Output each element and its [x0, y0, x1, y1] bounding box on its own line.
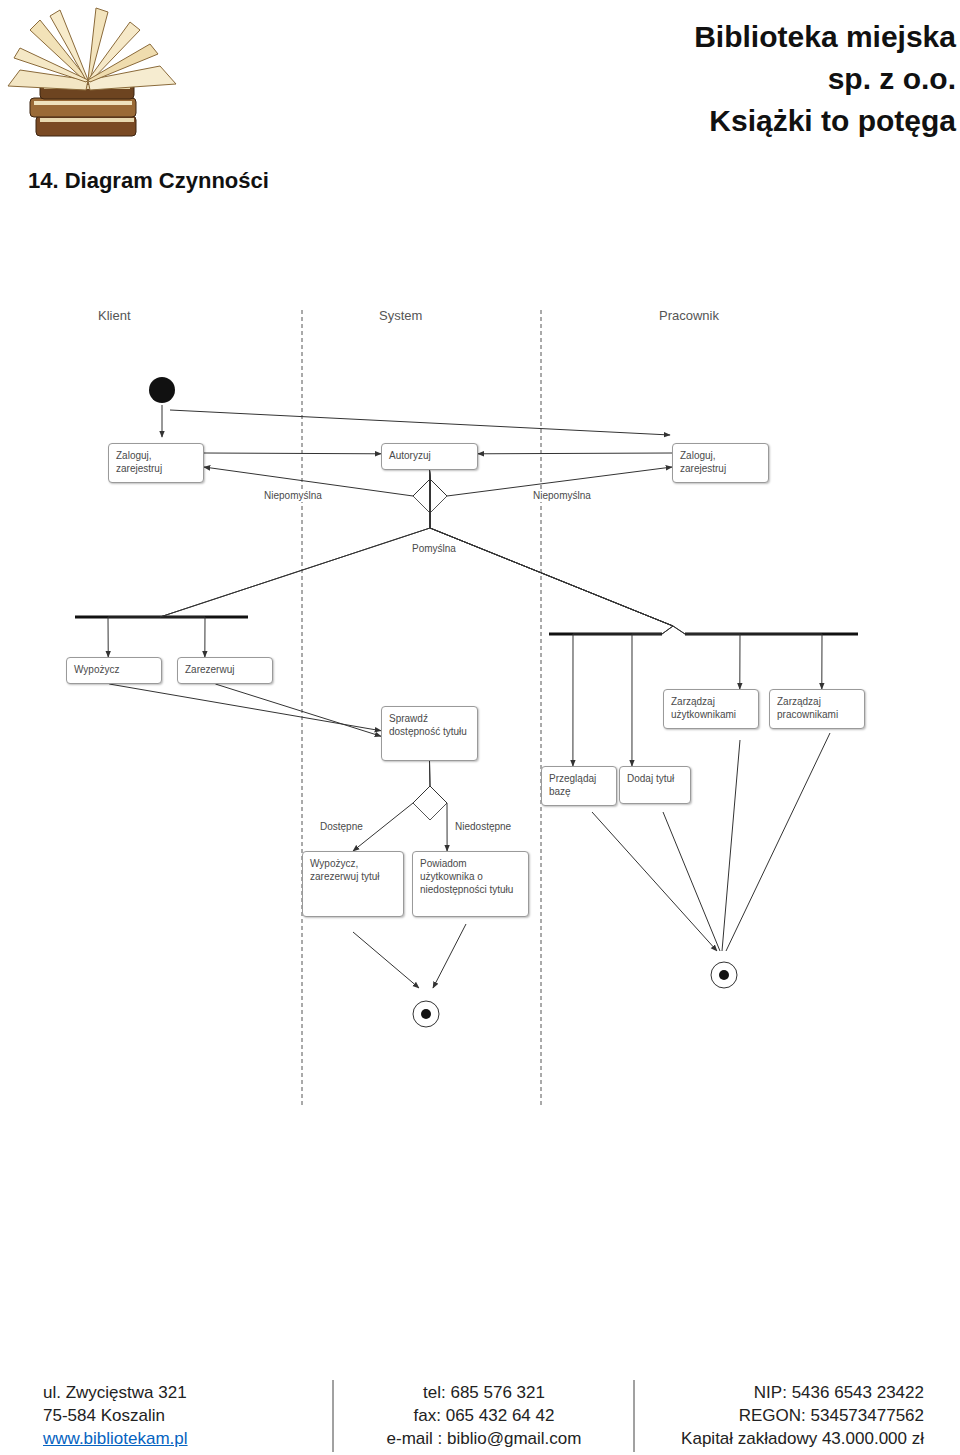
flow-arrow: [353, 761, 430, 851]
footer-text: REGON: 534573477562: [739, 1405, 924, 1426]
flow-arrow: [108, 470, 430, 657]
books-illustration: [8, 8, 176, 136]
guard-label: Niedostępne: [453, 821, 513, 833]
company-heading: sp. z o.o.: [828, 62, 956, 96]
action-text: Dodaj tytuł: [620, 767, 690, 790]
guard-label: Niepomyślna: [531, 490, 593, 502]
action-box: Zarezerwuj: [177, 657, 273, 684]
flow-line: [726, 733, 830, 951]
lane-header: Pracownik: [659, 307, 719, 324]
footer-text: NIP: 5436 6543 23422: [754, 1382, 924, 1403]
flow-line: [162, 405, 163, 437]
action-text: Zarezerwuj: [178, 658, 272, 681]
action-box: Autoryzuj: [381, 443, 478, 470]
footer-text: Kapitał zakładowy 43.000.000 zł: [681, 1428, 924, 1449]
footer-text: 75-584 Koszalin: [43, 1405, 165, 1426]
decision-diamond: [413, 786, 447, 820]
action-text: Przeglądaj bazę: [542, 767, 616, 803]
flow-arrow: [204, 453, 381, 455]
action-text: Autoryzuj: [382, 444, 477, 467]
footer-divider: [634, 1380, 635, 1452]
action-text: Sprawdź dostępność tytułu: [382, 707, 477, 743]
final-node: [719, 970, 729, 980]
action-box: Przeglądaj bazę: [541, 766, 617, 806]
guard-label: Niepomyślna: [262, 490, 324, 502]
lane-header: Klient: [98, 307, 131, 324]
footer-text: ul. Zwycięstwa 321: [43, 1382, 187, 1403]
lane-header: System: [379, 307, 422, 324]
final-node: [711, 962, 737, 988]
action-text: Powiadom użytkownika o niedostępności ty…: [413, 852, 528, 901]
action-box: Zarządzaj pracownikami: [769, 689, 865, 729]
flow-arrow: [215, 684, 381, 736]
action-text: Zarządzaj użytkownikami: [664, 690, 758, 726]
action-text: Zaloguj, zarejestruj: [109, 444, 203, 480]
footer-text: e-mail : biblio@gmail.com: [387, 1428, 582, 1449]
flow-line: [592, 812, 717, 951]
flow-line: [722, 740, 740, 951]
action-box: Zaloguj, zarejestruj: [108, 443, 204, 483]
lane-divider: [541, 310, 542, 1105]
company-heading: Książki to potęga: [709, 104, 956, 138]
footer-text: tel: 685 576 321: [423, 1382, 545, 1403]
guard-label: Pomyślna: [410, 543, 458, 555]
flow-line: [353, 932, 419, 988]
flow-line: [170, 410, 670, 435]
footer-text: www.bibliotekam.pl: [43, 1428, 188, 1449]
action-box: Wypożycz, zarezerwuj tytuł: [302, 851, 404, 917]
lane-divider: [302, 310, 303, 1105]
action-box: Powiadom użytkownika o niedostępności ty…: [412, 851, 529, 917]
action-box: Sprawdź dostępność tytułu: [381, 706, 478, 761]
flow-arrow: [478, 453, 672, 455]
page-heading: 14. Diagram Czynności: [28, 168, 269, 194]
action-box: Zaloguj, zarejestruj: [672, 443, 769, 483]
footer-text: fax: 065 432 64 42: [414, 1405, 555, 1426]
action-box: Dodaj tytuł: [619, 766, 691, 804]
flow-arrow: [430, 761, 448, 851]
action-box: Zarządzaj użytkownikami: [663, 689, 759, 729]
flow-arrow: [160, 470, 430, 657]
final-node: [421, 1009, 431, 1019]
footer-divider: [333, 1380, 334, 1452]
initial-node: [149, 377, 175, 403]
action-text: Zarządzaj pracownikami: [770, 690, 864, 726]
company-heading: Biblioteka miejska: [694, 20, 956, 54]
flow-line: [433, 924, 466, 988]
guard-label: Dostępne: [318, 821, 365, 833]
action-text: Wypożycz, zarezerwuj tytuł: [303, 852, 403, 888]
flow-arrow: [430, 470, 823, 689]
final-node: [413, 1001, 439, 1027]
action-box: Wypożycz: [66, 657, 162, 684]
flow-line: [663, 812, 720, 951]
action-text: Zaloguj, zarejestruj: [673, 444, 768, 480]
action-text: Wypożycz: [67, 658, 161, 681]
flow-arrow: [430, 470, 741, 689]
